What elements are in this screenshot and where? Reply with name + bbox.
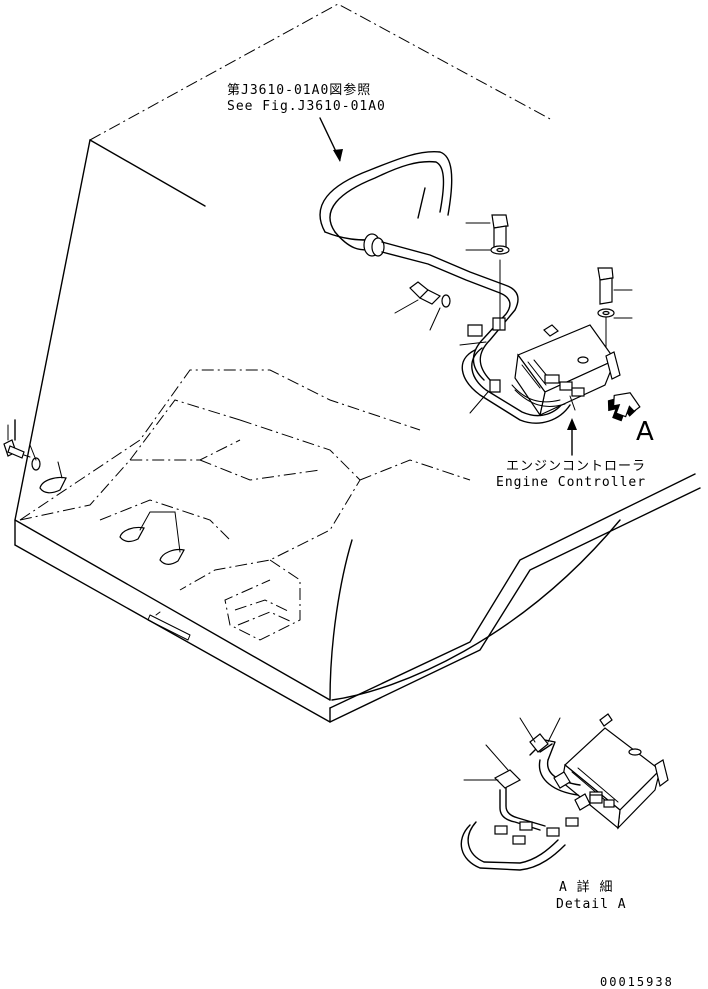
reference-leader [319,117,343,162]
controller-label-jp: エンジンコントローラ [506,459,646,474]
washer-upper-1 [490,245,510,255]
drawing-number: 00015938 [600,975,674,989]
detail-label-en: Detail A [556,897,627,912]
washer-upper-2 [597,308,615,318]
floor-clips [119,511,185,565]
body-outline [14,3,701,723]
engine-controller [511,324,621,417]
view-arrow-letter: A [636,417,654,447]
washer-left [31,457,41,471]
clip-left [39,476,67,494]
detail-label-jp: A 詳 細 [559,879,613,895]
bolt-upper-2 [597,267,614,351]
controller-leader [567,418,577,456]
bolt-leaders [394,222,633,414]
wiring-harness [319,150,571,424]
reference-label-en: See Fig.J3610-01A0 [227,99,386,114]
view-a-arrow [607,392,641,422]
left-leaders [7,424,63,479]
controller-label-en: Engine Controller [496,475,646,490]
hidden-floor-outline [19,369,471,641]
bolt-left [3,439,31,459]
bolt-upper-1 [491,214,509,331]
detail-a-drawing [460,713,669,871]
reference-label-jp: 第J3610-01A0図参照 [227,82,371,98]
bolt-side [409,281,451,308]
